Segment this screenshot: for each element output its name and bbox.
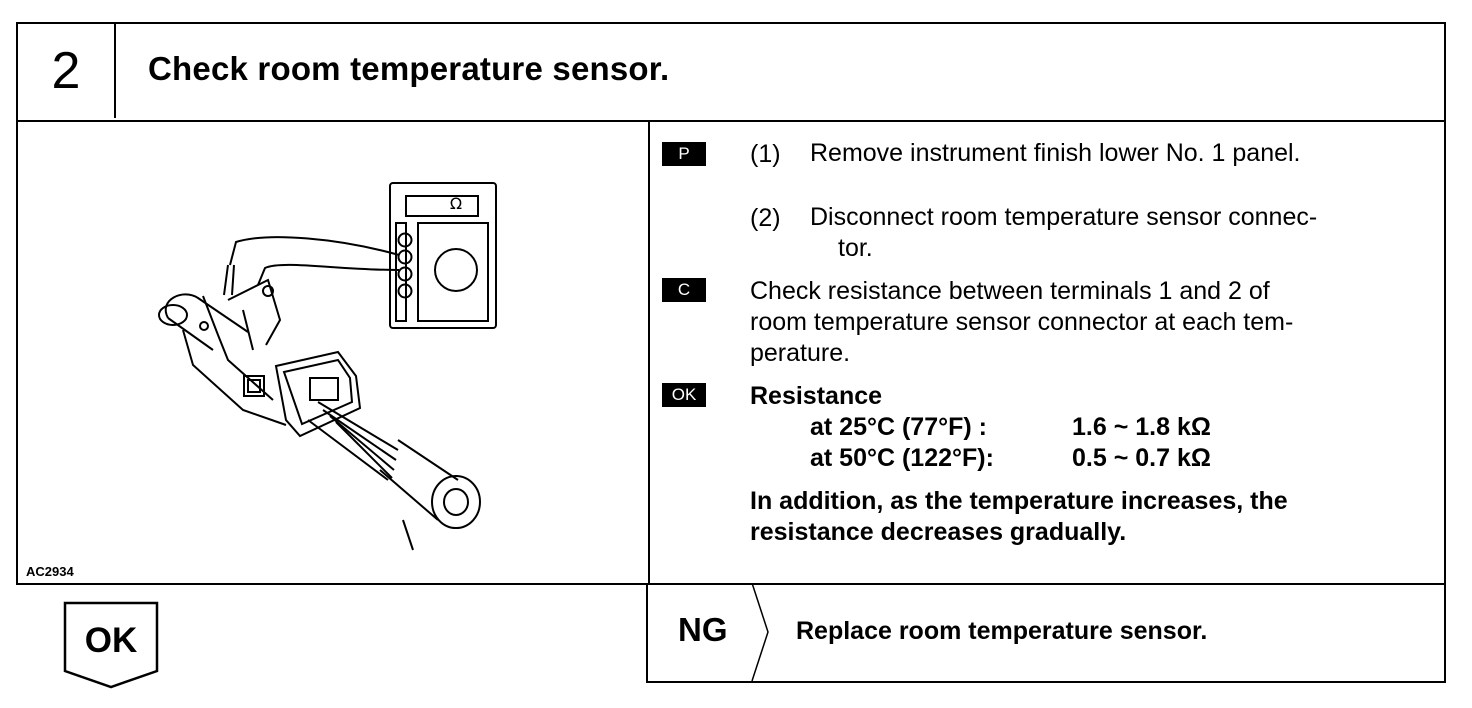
spec2-temperature: at 50°C (122°F): bbox=[810, 444, 994, 472]
check-line3: perature. bbox=[750, 339, 851, 367]
ng-result-box: NG Replace room temperature sensor. bbox=[646, 583, 1446, 683]
step-title: Check room temperature sensor. bbox=[148, 50, 670, 87]
ng-arrow-separator bbox=[751, 583, 769, 681]
figure-id: AC2934 bbox=[26, 564, 74, 579]
ohm-symbol: Ω bbox=[450, 194, 462, 213]
spec1-temperature: at 25°C (77°F) : bbox=[810, 413, 987, 441]
check-line1: Check resistance between terminals 1 and… bbox=[750, 277, 1270, 305]
spec2-value: 0.5 ~ 0.7 kΩ bbox=[1072, 444, 1211, 472]
ok-result-label: OK bbox=[84, 621, 138, 660]
instruction-panel: P (1) Remove instrument finish lower No.… bbox=[650, 120, 1444, 583]
preparation-badge: P bbox=[662, 142, 706, 166]
item2-number: (2) bbox=[750, 204, 781, 232]
item2-line1: Disconnect room temperature sensor conne… bbox=[810, 203, 1318, 231]
ng-result-text: Replace room temperature sensor. bbox=[796, 617, 1208, 645]
item1-text: Remove instrument finish lower No. 1 pan… bbox=[810, 139, 1301, 167]
spec1-value: 1.6 ~ 1.8 kΩ bbox=[1072, 413, 1211, 441]
step-box: 2 Check room temperature sensor. bbox=[16, 22, 1446, 585]
check-line2: room temperature sensor connector at eac… bbox=[750, 308, 1294, 336]
step-number: 2 bbox=[18, 24, 116, 118]
item1-number: (1) bbox=[750, 140, 781, 168]
ohmmeter-body bbox=[389, 182, 497, 329]
note-line2: resistance decreases gradually. bbox=[750, 518, 1127, 546]
step-header: 2 Check room temperature sensor. bbox=[18, 24, 1444, 122]
figure-panel: Ω AC2934 bbox=[18, 120, 650, 583]
ohmmeter-display bbox=[405, 195, 479, 217]
check-badge: C bbox=[662, 278, 706, 302]
ohmmeter-sensor-illustration: Ω bbox=[158, 182, 497, 551]
item2-line2: tor. bbox=[838, 234, 873, 262]
ok-result-shape bbox=[63, 601, 159, 689]
ng-result-label: NG bbox=[678, 611, 728, 648]
ok-badge: OK bbox=[662, 383, 706, 407]
resistance-label: Resistance bbox=[750, 382, 883, 410]
ohmmeter-dial bbox=[434, 248, 478, 292]
note-line1: In addition, as the temperature increase… bbox=[750, 487, 1288, 515]
